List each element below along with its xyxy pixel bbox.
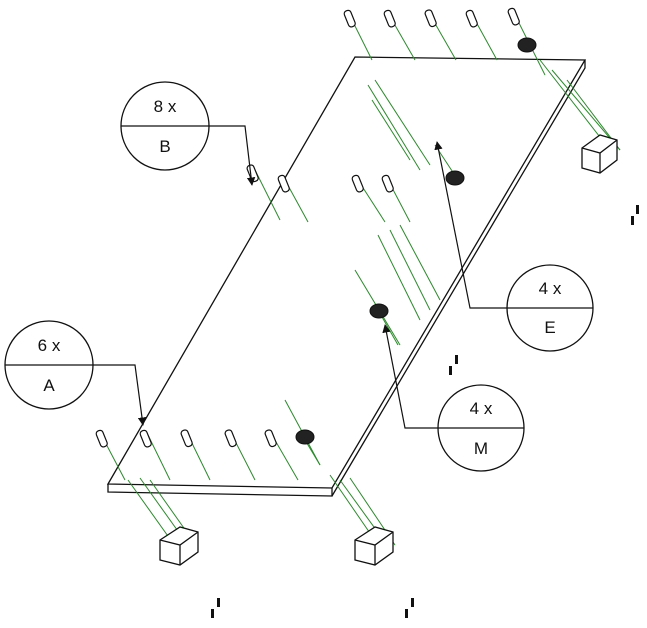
callout-a-letter: A [43, 376, 55, 395]
dowels [95, 7, 520, 448]
callout-b-letter: B [159, 137, 170, 156]
callout-e-letter: E [544, 318, 555, 337]
feet [159, 134, 618, 566]
callout-a: 6 x A [4, 320, 94, 410]
callout-b: 8 x B [120, 81, 210, 171]
panel [106, 56, 587, 497]
callout-a-qty: 6 x [38, 336, 61, 355]
callout-m: 4 x M [437, 384, 525, 472]
callout-m-qty: 4 x [470, 399, 493, 418]
callout-e: 4 x E [506, 264, 594, 352]
callout-b-qty: 8 x [154, 97, 177, 116]
callout-m-letter: M [474, 439, 488, 458]
screws [211, 205, 639, 618]
leader-lines [92, 125, 508, 429]
callout-e-qty: 4 x [539, 279, 562, 298]
cam-fittings [295, 37, 537, 445]
